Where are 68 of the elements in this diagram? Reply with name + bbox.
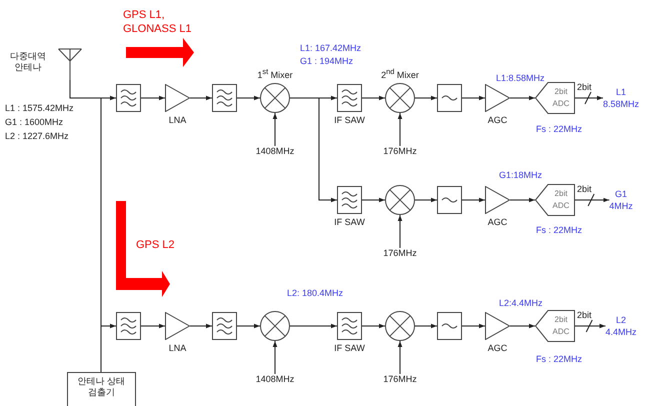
sample-rate-label: Fs : 22MHz [536, 225, 582, 236]
arrow [190, 324, 212, 328]
arrow [290, 324, 338, 328]
antenna-label: 다중대역 안테나 [9, 51, 47, 73]
arrow [414, 96, 438, 100]
bit-width-label: 2bit [577, 184, 592, 195]
filter-label: IF SAW [333, 115, 366, 126]
band-label: GPS L1, GLONASS L1 [123, 8, 192, 36]
amplifier-label: LNA [168, 115, 188, 126]
arrow [272, 340, 278, 374]
arrow [462, 324, 486, 328]
frequency-label: L2:4.4MHz [499, 298, 543, 309]
arrow [462, 198, 486, 202]
sample-rate-label: Fs : 22MHz [536, 354, 582, 365]
frequency-label: G1 : 194MHz [300, 56, 354, 67]
arrow [290, 98, 338, 202]
frequency-label: 176MHz [380, 146, 420, 157]
frequency-label: 1408MHz [255, 374, 295, 385]
amplifier-label: AGC [486, 217, 508, 228]
arrow [574, 194, 610, 206]
bit-width-label: 2bit [577, 82, 592, 93]
sample-rate-label: Fs : 22MHz [536, 124, 582, 135]
filter-label: IF SAW [333, 343, 366, 354]
frequency-label: 176MHz [380, 248, 420, 259]
arrow [510, 198, 536, 202]
detector-box: 안테나 상태 검출기 [67, 372, 136, 406]
mixer-label: 1$^{st}$ Mixer [256, 66, 294, 81]
output-label: L1 8.58MHz [603, 86, 639, 110]
amplifier-label: AGC [486, 115, 508, 126]
mixer-label: 2$^{nd}$ Mixer [380, 66, 420, 81]
adc-label: 2bit ADC [552, 188, 570, 212]
amplifier-label: AGC [486, 343, 508, 354]
frequency-label: L1 : 1575.42MHz [5, 103, 74, 114]
output-label: G1 4MHz [609, 188, 633, 212]
frequency-label: 176MHz [380, 374, 420, 385]
arrow [574, 92, 604, 104]
arrow [236, 324, 260, 328]
arrow [510, 96, 536, 100]
arrow [140, 96, 166, 100]
arrow [414, 198, 438, 202]
arrow [462, 96, 486, 100]
arrow [190, 96, 212, 100]
frequency-label: G1 : 1600MHz [5, 117, 64, 128]
frequency-label: L2 : 1227.6MHz [5, 131, 69, 142]
arrow [574, 320, 606, 332]
band-label: GPS L2 [136, 238, 175, 252]
adc-label: 2bit ADC [552, 314, 570, 338]
frequency-label: L2: 180.4MHz [287, 288, 344, 299]
arrow [510, 324, 536, 328]
amplifier-label: LNA [168, 343, 188, 354]
arrow [236, 96, 260, 100]
adc-label: 2bit ADC [552, 86, 570, 110]
arrow [414, 324, 438, 328]
arrow [140, 324, 166, 328]
frequency-label: G1:18MHz [499, 170, 542, 181]
arrow [398, 340, 402, 374]
arrow [398, 214, 402, 248]
arrow [398, 112, 402, 146]
output-label: L2 4.4MHz [606, 314, 636, 338]
filter-label: IF SAW [333, 217, 366, 228]
arrow [362, 324, 386, 328]
frequency-label: L1:8.58MHz [496, 73, 545, 84]
arrow [362, 96, 386, 100]
bit-width-label: 2bit [577, 310, 592, 321]
arrow [272, 112, 278, 146]
arrow [362, 198, 386, 202]
frequency-label: L1: 167.42MHz [300, 43, 362, 54]
frequency-label: 1408MHz [255, 146, 295, 157]
